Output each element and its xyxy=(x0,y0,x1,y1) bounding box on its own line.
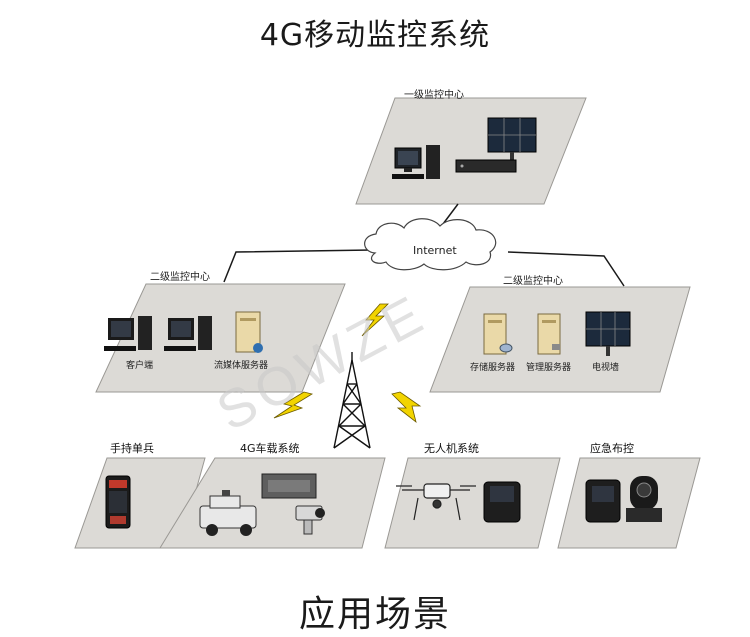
lightning-icon-right xyxy=(392,392,420,422)
decoder-box-icon xyxy=(456,160,516,172)
top-center-platform xyxy=(356,98,586,204)
scenario-platform-drone xyxy=(385,458,560,548)
scenario-label-emergency: 应急布控 xyxy=(590,440,634,456)
storage-server-label: 存储服务器 xyxy=(470,360,515,373)
internet-label: Internet xyxy=(413,244,457,257)
scenario-label-vehicle: 4G车载系统 xyxy=(240,440,300,456)
scenario-label-handheld: 手持单兵 xyxy=(110,440,154,456)
link-cloud-to-left xyxy=(224,250,372,282)
vehicle-dvr-icon xyxy=(262,474,316,498)
left-center-label: 二级监控中心 xyxy=(150,268,210,283)
emergency-dome-camera-icon xyxy=(626,476,662,522)
drone-control-case-icon xyxy=(484,482,520,522)
tv-wall-label: 电视墙 xyxy=(592,360,619,373)
top-center-label: 一级监控中心 xyxy=(404,86,464,101)
scenario-platform-emergency xyxy=(558,458,700,548)
client-pc-label: 客户端 xyxy=(126,358,153,371)
management-server-icon xyxy=(538,314,560,354)
emergency-case-icon xyxy=(586,480,620,522)
streaming-server-label: 流媒体服务器 xyxy=(214,358,268,371)
right-center-label: 二级监控中心 xyxy=(503,272,563,287)
streaming-server-icon xyxy=(236,312,263,353)
footer-title: 应用场景 xyxy=(0,585,750,637)
management-server-label: 管理服务器 xyxy=(526,360,571,373)
scenario-label-drone: 无人机系统 xyxy=(424,440,479,456)
handheld-terminal-icon xyxy=(106,476,130,528)
